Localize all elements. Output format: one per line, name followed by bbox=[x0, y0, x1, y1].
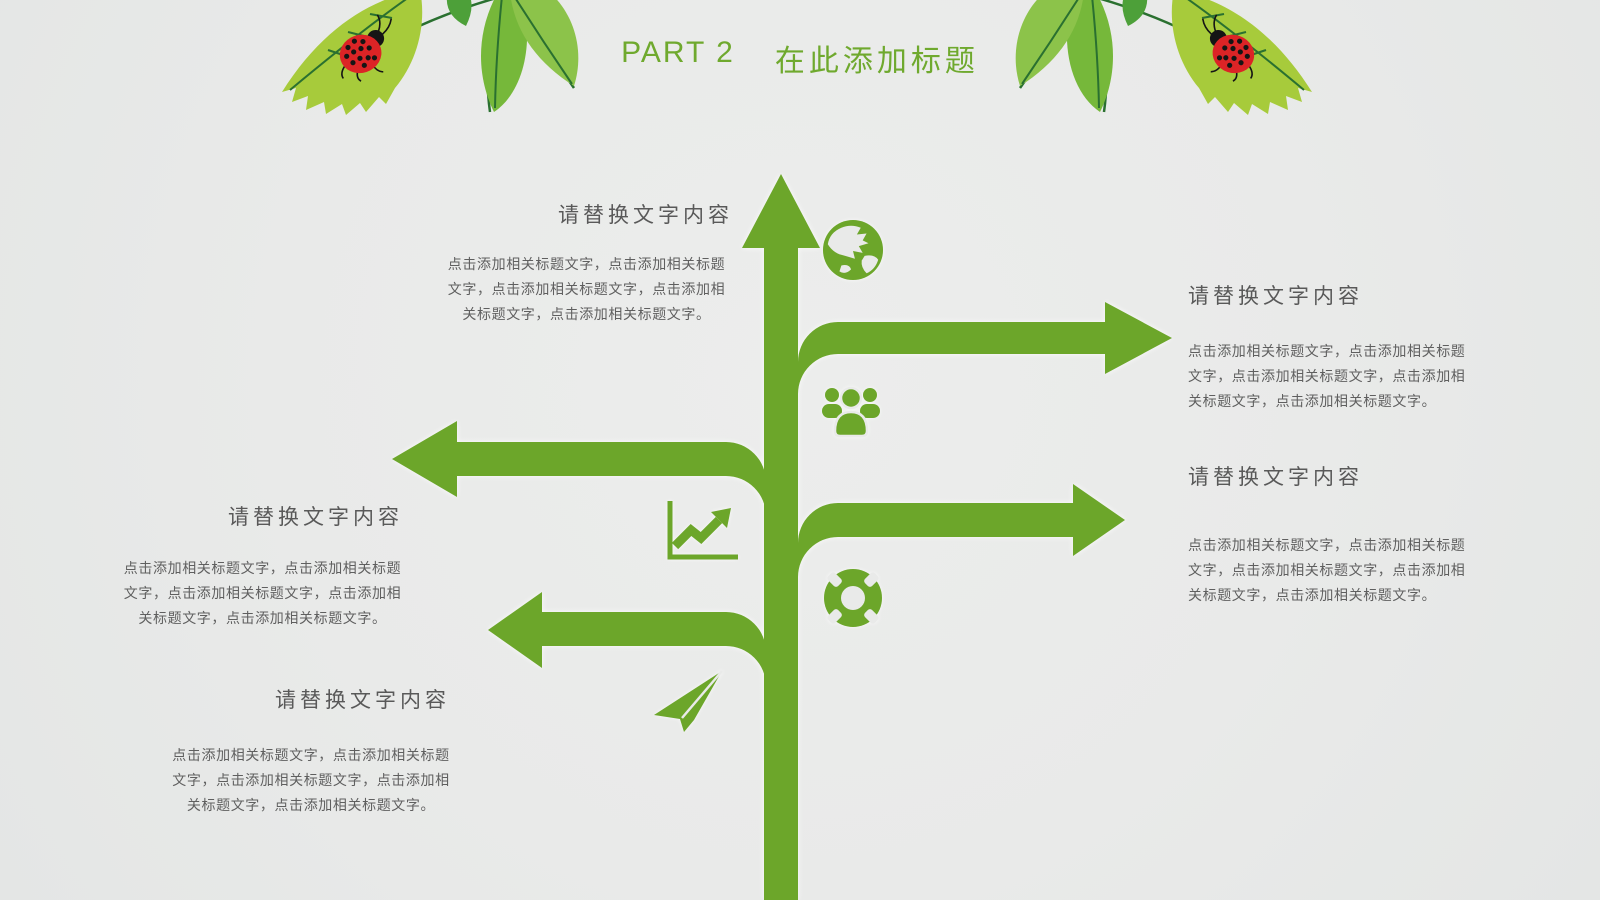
ladybug-body bbox=[339, 34, 382, 74]
text-block-top: 请替换文字内容 点击添加相关标题文字，点击添加相关标题 文字，点击添加相关标题文… bbox=[440, 199, 733, 327]
slide-title: PART 2 在此添加标题 bbox=[0, 36, 1600, 80]
text-block-left-middle: 请替换文字内容 点击添加相关标题文字，点击添加相关标题 文字，点击添加相关标题文… bbox=[122, 501, 403, 631]
text-block-left-bottom: 请替换文字内容 点击添加相关标题文字，点击添加相关标题 文字，点击添加相关标题文… bbox=[172, 684, 450, 818]
leaf-mid-green bbox=[481, 0, 528, 112]
block-heading: 请替换文字内容 bbox=[558, 204, 733, 227]
trunk-and-up-arrow bbox=[742, 174, 820, 900]
lifebuoy-icon bbox=[824, 569, 882, 627]
branch-left-lower-arrow bbox=[488, 592, 766, 686]
leaf-small-dark bbox=[1122, 0, 1148, 26]
part-number-label: PART 2 bbox=[621, 36, 735, 69]
leaf-vein bbox=[515, 0, 573, 85]
leaf-right-green bbox=[1015, 0, 1084, 86]
paper-plane-icon bbox=[654, 670, 723, 732]
leaves-decoration-right bbox=[1015, 0, 1312, 115]
block-heading: 请替换文字内容 bbox=[275, 689, 450, 712]
leaf-small-dark bbox=[446, 0, 472, 26]
ladybug bbox=[339, 14, 393, 82]
leaf-mid-green bbox=[1066, 0, 1113, 112]
title-text: 在此添加标题 bbox=[774, 45, 979, 78]
text-block-right-lower: 请替换文字内容 点击添加相关标题文字，点击添加相关标题 文字，点击添加相关标题文… bbox=[1188, 461, 1474, 608]
growth-chart-icon bbox=[667, 501, 738, 560]
block-heading: 请替换文字内容 bbox=[1188, 285, 1363, 308]
block-body: 点击添加相关标题文字，点击添加相关标题 文字，点击添加相关标题文字，点击添加相 … bbox=[172, 747, 450, 813]
text-block-right-upper: 请替换文字内容 点击添加相关标题文字，点击添加相关标题 文字，点击添加相关标题文… bbox=[1188, 280, 1474, 414]
block-body: 点击添加相关标题文字，点击添加相关标题 文字，点击添加相关标题文字，点击添加相 … bbox=[1188, 343, 1466, 409]
leaf-vein bbox=[494, 0, 503, 109]
ladybug-spots bbox=[344, 38, 378, 68]
branch-left-middle-arrow bbox=[392, 421, 766, 516]
branch-right-upper-arrow bbox=[798, 302, 1172, 394]
branch-right-lower-arrow bbox=[798, 484, 1125, 577]
block-body: 点击添加相关标题文字，点击添加相关标题 文字，点击添加相关标题文字，点击添加相 … bbox=[447, 256, 726, 322]
team-icon bbox=[822, 386, 880, 438]
block-heading: 请替换文字内容 bbox=[228, 506, 403, 529]
leaves-decoration-left bbox=[282, 0, 579, 115]
globe-icon bbox=[822, 219, 884, 281]
block-heading: 请替换文字内容 bbox=[1188, 466, 1363, 489]
block-body: 点击添加相关标题文字，点击添加相关标题 文字，点击添加相关标题文字，点击添加相 … bbox=[1188, 537, 1466, 603]
block-body: 点击添加相关标题文字，点击添加相关标题 文字，点击添加相关标题文字，点击添加相 … bbox=[123, 560, 402, 626]
ladybug bbox=[1201, 14, 1255, 82]
